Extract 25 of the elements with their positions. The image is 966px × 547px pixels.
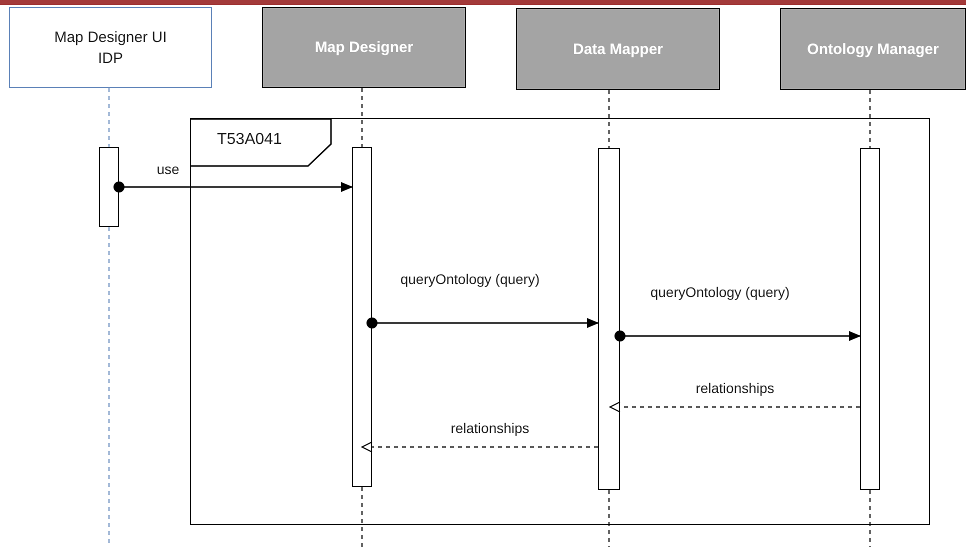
activation-bar — [860, 148, 880, 490]
activation-bar — [352, 146, 372, 486]
message-arrow — [361, 441, 598, 453]
lifeline — [608, 90, 610, 148]
message-arrow — [614, 330, 861, 342]
activation-bar — [99, 147, 119, 227]
participant-box — [262, 7, 466, 88]
lifeline — [869, 90, 871, 148]
edge-label: queryOntology (query) — [400, 271, 540, 288]
actor-name: Map Designer UI IDP — [53, 28, 168, 68]
participant-box — [516, 8, 720, 90]
actor-box — [9, 7, 212, 88]
frame-label: T53A041 — [217, 131, 282, 149]
message-arrow — [609, 401, 860, 413]
participant-name: Ontology Manager — [807, 40, 939, 60]
participant-name: Map Designer — [314, 38, 414, 58]
edge-label: queryOntology (query) — [650, 284, 790, 301]
lifeline — [361, 88, 363, 147]
activation-bar — [598, 148, 620, 490]
message-arrow — [366, 318, 599, 328]
lifeline — [108, 88, 110, 147]
message-arrow — [114, 182, 353, 192]
frame-box — [190, 118, 930, 525]
participant-box — [780, 8, 966, 90]
participant-name: Data Mapper — [572, 40, 664, 60]
